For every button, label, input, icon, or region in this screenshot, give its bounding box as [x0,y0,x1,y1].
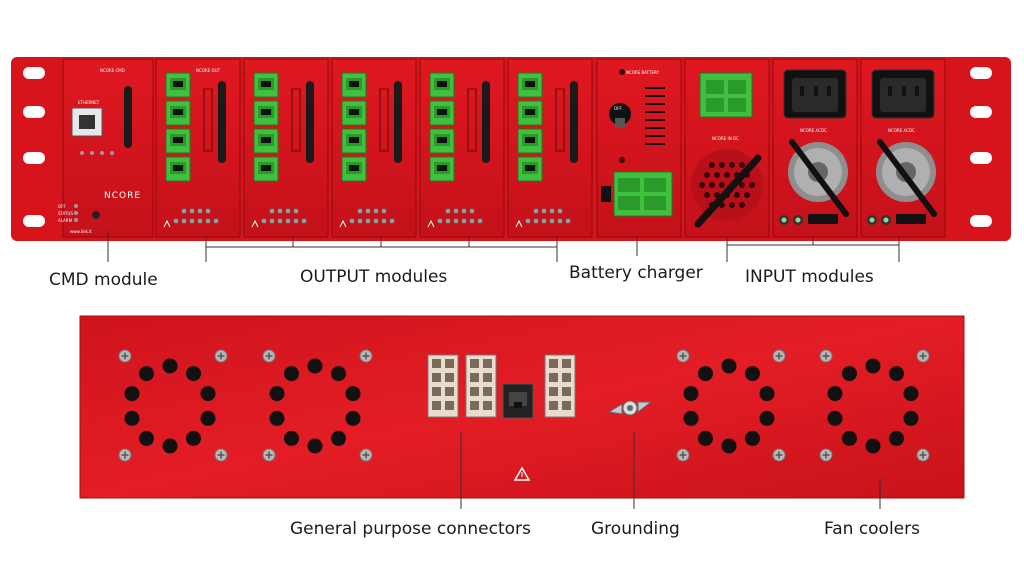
label-battery-charger: Battery charger [569,263,703,283]
cmd-module: NCORE CMD ETHERNET NCORE OFF STATUS ALAR… [58,58,154,238]
input-module-ac-2: NCORE ACDC [860,58,946,238]
back-callouts [460,432,881,509]
cmd-led-alarm: ALARM [58,218,73,223]
label-fan-coolers: Fan coolers [824,519,920,539]
input-module-ac-1: NCORE ACDC [772,58,858,238]
battery-switch-icon [609,103,631,125]
rack-ear-right [970,67,992,227]
cmd-title: NCORE CMD [100,68,125,73]
ac-title-2: NCORE ACDC [888,128,915,133]
warning-triangle-icon [513,466,531,481]
battery-title: NCORE BATTERY [626,70,660,75]
output-module-2 [244,59,328,237]
cmd-led-off: OFF [58,204,66,209]
label-grounding: Grounding [591,519,680,539]
in-title: NCORE IN DC [712,136,739,141]
gp-connector-block-2 [465,354,497,418]
back-panel [79,315,965,499]
battery-charger-module: NCORE BATTERY OFF [596,58,682,238]
output-module-1 [156,59,240,237]
dc-fan-grille-icon [691,149,763,221]
brand-logo: NCORE [104,191,141,201]
ac-title-1: NCORE ACDC [800,128,827,133]
gp-connector-block-3 [544,354,576,418]
output-module-4 [420,59,504,237]
rj45-port-icon [502,383,534,419]
front-panel: NCORE CMD ETHERNET NCORE OFF STATUS ALAR… [11,57,1011,241]
front-callouts [107,231,900,262]
out-title: NCORE OUT [196,68,221,73]
cmd-port-label: ETHERNET [78,100,100,105]
output-module-3 [332,59,416,237]
cmd-led-status: STATUS [58,211,73,216]
gp-connector-block-1 [427,354,459,418]
input-module-dc: NCORE IN DC [684,58,770,238]
label-input-modules: INPUT modules [745,267,874,287]
label-output-modules: OUTPUT modules [300,267,447,287]
output-module-5 [508,59,592,237]
grounding-wingnut-icon [607,400,653,416]
rack-ear-left [23,67,45,227]
cmd-footer: www.link.it [70,229,92,234]
battery-switch-label: OFF [614,106,622,111]
label-general-purpose-connectors: General purpose connectors [290,519,531,539]
label-cmd-module: CMD module [49,270,158,290]
